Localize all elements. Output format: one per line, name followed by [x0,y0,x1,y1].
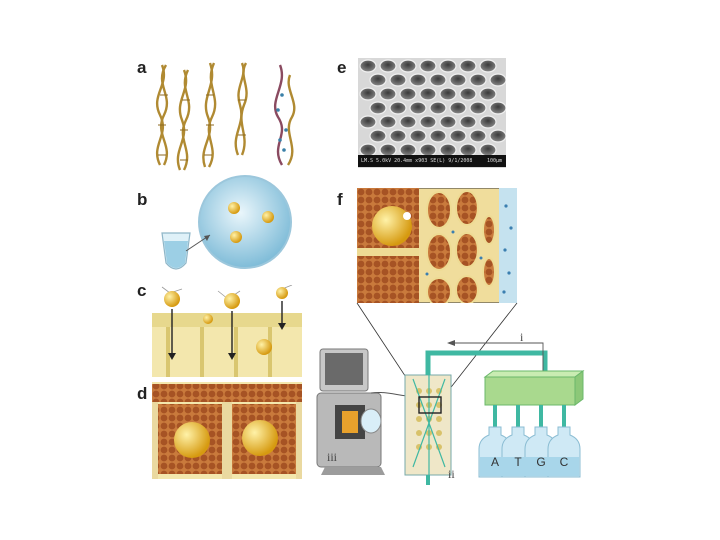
bottle-label-t: T [514,455,522,469]
bottle-label-g: G [536,455,545,469]
instrument-diagram: A T G C [315,335,585,485]
label-ii: ii [448,467,455,482]
bottle-label-c: C [560,455,569,469]
label-i: i [520,330,523,345]
label-iii: iii [327,450,337,465]
bottle-label-a: A [491,455,499,469]
